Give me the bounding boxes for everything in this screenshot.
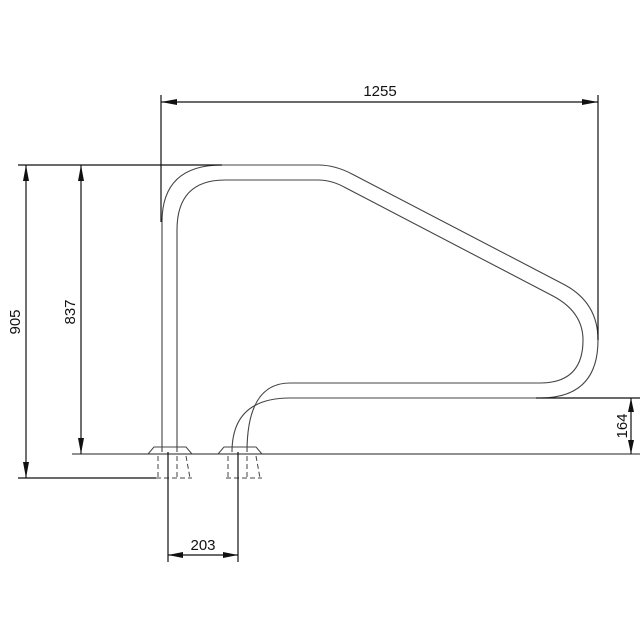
arrowhead-icon <box>23 462 29 478</box>
dimension-overall-width: 1255 <box>160 83 599 340</box>
arrowhead-icon <box>161 99 177 105</box>
dimension-anchor-spacing: 203 <box>167 452 239 562</box>
arrowhead-icon <box>628 398 634 412</box>
arrowhead-icon <box>223 552 238 558</box>
rail-inner-contour <box>176 179 584 453</box>
handrail-tube <box>161 164 599 453</box>
arrowhead-icon <box>168 552 183 558</box>
dimension-label-spacing: 203 <box>190 537 215 554</box>
arrowhead-icon <box>628 440 634 454</box>
rail-outer-contour <box>161 164 599 453</box>
arrowhead-icon <box>582 99 598 105</box>
right-socket-hidden-line <box>255 455 261 479</box>
dimension-label-top-rail: 837 <box>62 299 79 324</box>
left-escutcheon-plate <box>147 446 193 455</box>
dimension-top-rail-height: 837 <box>62 165 84 454</box>
dimension-label-width: 1255 <box>363 83 396 100</box>
arrowhead-icon <box>23 165 29 181</box>
dimension-label-height: 905 <box>7 309 24 334</box>
dimension-overall-height: 905 <box>7 164 222 479</box>
left-anchor-socket <box>147 446 193 479</box>
left-socket-hidden-line <box>185 455 191 479</box>
arrowhead-icon <box>78 165 84 181</box>
dimension-lower-rail-height: 164 <box>536 397 640 454</box>
dimension-label-lower-rail: 164 <box>614 413 631 438</box>
right-anchor-socket <box>217 446 263 479</box>
right-escutcheon-plate <box>217 446 263 455</box>
arrowhead-icon <box>78 438 84 454</box>
